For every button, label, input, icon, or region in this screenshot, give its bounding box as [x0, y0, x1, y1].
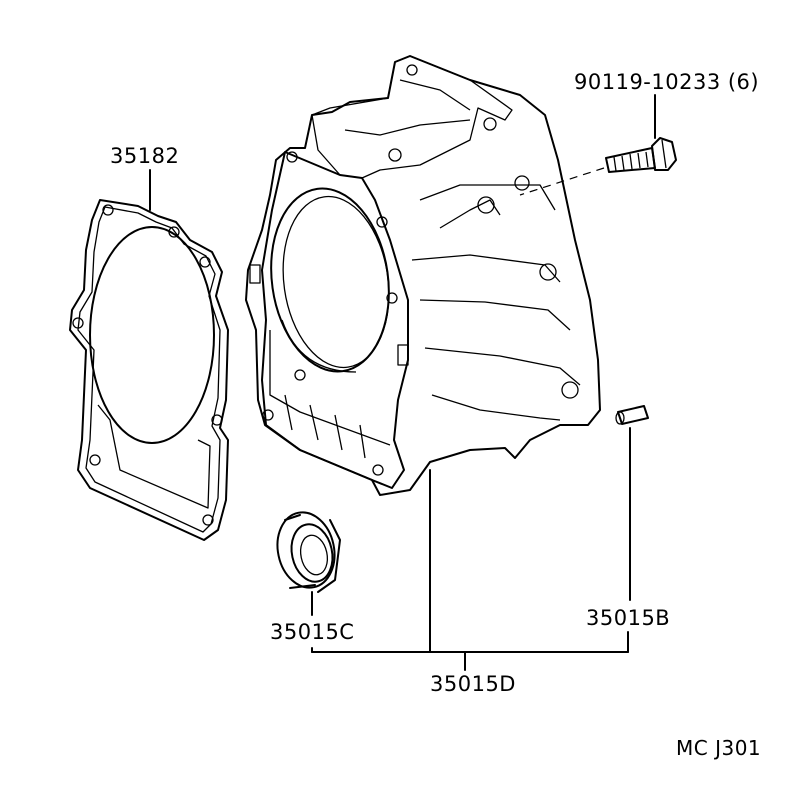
oil-seal-35015c — [276, 511, 341, 616]
label-bolt: 90119-10233 (6) — [574, 70, 760, 94]
bolt-90119-10233 — [519, 94, 677, 196]
assembly-bracket — [311, 631, 629, 671]
adapter-housing — [245, 55, 601, 653]
label-oil-seal: 35015C — [270, 620, 355, 644]
label-gasket: 35182 — [110, 144, 180, 168]
pin-35015b — [615, 405, 649, 601]
gasket-35182 — [69, 169, 229, 541]
label-assembly: 35015D — [430, 672, 516, 696]
figure-code: MC J301 — [676, 736, 762, 760]
label-pin: 35015B — [586, 606, 671, 630]
